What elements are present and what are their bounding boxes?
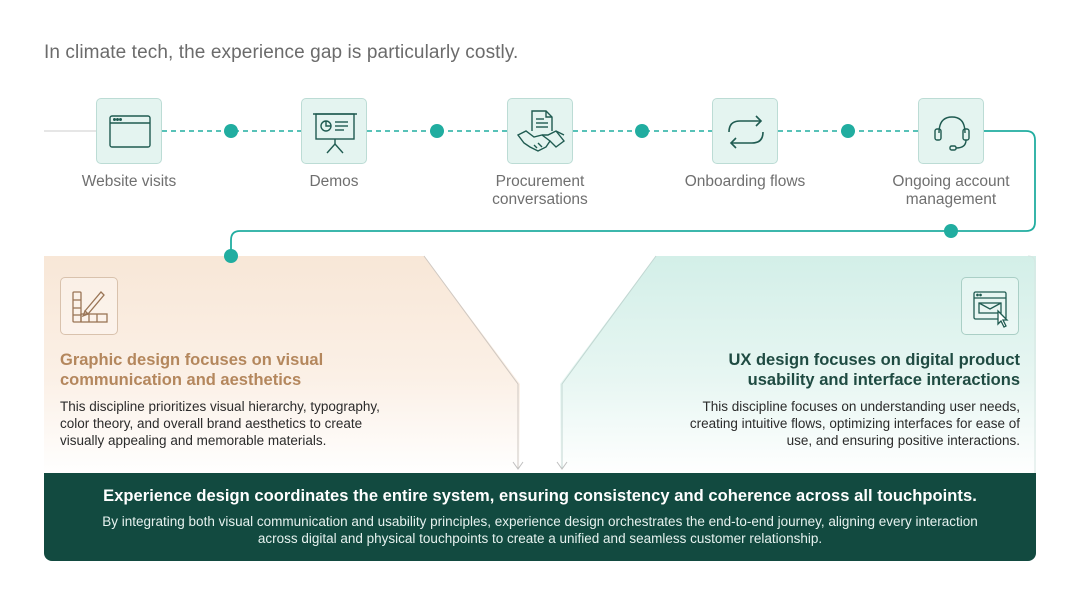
experience-design-banner: Experience design coordinates the entire… bbox=[44, 473, 1036, 561]
experience-design-title: Experience design coordinates the entire… bbox=[103, 487, 977, 505]
connector-dot bbox=[841, 124, 855, 138]
connector-dot bbox=[224, 124, 238, 138]
stage-label-website-visits: Website visits bbox=[81, 173, 177, 190]
stage-label-demos: Demos bbox=[309, 173, 359, 190]
graphic-design-body: This discipline prioritizes visual hiera… bbox=[60, 399, 380, 448]
path-dot-left bbox=[224, 249, 238, 263]
stage-label-onboarding: Onboarding flows bbox=[684, 173, 806, 190]
browser-cursor-icon bbox=[961, 277, 1019, 335]
path-dot-right bbox=[944, 224, 958, 238]
presentation-board-icon bbox=[301, 98, 367, 164]
ux-design-body: This discipline focuses on understanding… bbox=[689, 399, 1020, 448]
browser-window-icon bbox=[96, 98, 162, 164]
ux-design-title: UX design focuses on digital product usa… bbox=[728, 351, 1020, 389]
connector-dot bbox=[430, 124, 444, 138]
graphic-design-panel bbox=[44, 256, 520, 476]
refresh-arrows-icon bbox=[712, 98, 778, 164]
design-palette-icon bbox=[60, 277, 118, 335]
headset-icon bbox=[918, 98, 984, 164]
return-path bbox=[230, 130, 1036, 256]
stage-label-account-management: Ongoing account management bbox=[892, 173, 1010, 208]
headline: In climate tech, the experience gap is p… bbox=[44, 42, 519, 63]
ux-design-panel bbox=[560, 256, 1036, 476]
handshake-document-icon bbox=[507, 98, 573, 164]
connector-dot bbox=[635, 124, 649, 138]
stage-label-procurement: Procurement conversations bbox=[492, 173, 588, 208]
graphic-design-title: Graphic design focuses on visual communi… bbox=[60, 351, 324, 389]
experience-design-body: By integrating both visual communication… bbox=[102, 514, 978, 546]
